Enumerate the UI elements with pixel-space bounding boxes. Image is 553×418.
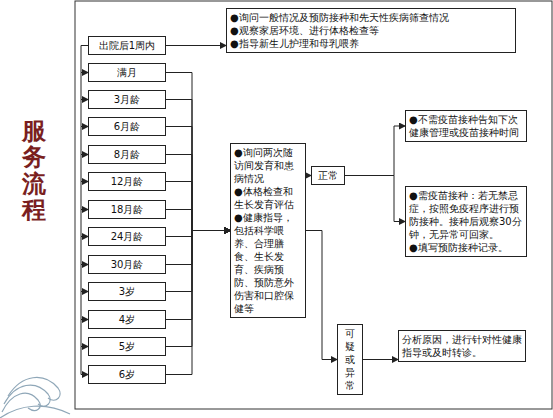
process-box: 分析原因，进行针对性健康指导或及时转诊。 — [398, 330, 526, 362]
process-box: 可疑或异常 — [337, 324, 363, 395]
box-text: 6月龄 — [92, 120, 162, 133]
flow-arrow — [166, 155, 230, 231]
box-text: 分析原因，进行针对性健康指导或及时转诊。 — [402, 333, 522, 359]
flow-arrow — [306, 231, 337, 360]
process-box: 8月龄 — [88, 145, 166, 164]
box-text: 出院后1周内 — [92, 39, 162, 52]
flow-arrow — [166, 45, 226, 46]
flow-arrow — [81, 265, 88, 292]
box-text: 满月 — [92, 66, 162, 79]
flow-arrow — [81, 320, 88, 347]
process-box: 4岁 — [88, 310, 166, 329]
flow-frame — [75, 1, 552, 409]
flow-arrow — [166, 100, 230, 231]
process-box: 3岁 — [88, 282, 166, 301]
process-box: 6月龄 — [88, 117, 166, 136]
flow-arrow — [81, 292, 88, 320]
wave-ornament — [0, 378, 70, 418]
box-text: 8月龄 — [92, 148, 162, 161]
process-box: ●询问一般情况及预防接种和先天性疾病筛查情况●观察家居环境、进行体格检查等●指导… — [226, 8, 516, 53]
process-box: 正常 — [311, 166, 345, 185]
process-box: 5岁 — [88, 337, 166, 356]
box-text: 6岁 — [92, 368, 162, 381]
flow-arrow — [81, 46, 88, 73]
box-text: 12月龄 — [92, 175, 162, 188]
box-text: 正常 — [315, 169, 341, 182]
flow-arrow — [166, 231, 230, 265]
process-box: 3月龄 — [88, 90, 166, 109]
process-box: 30月龄 — [88, 255, 166, 274]
box-text: 24月龄 — [92, 230, 162, 243]
process-box: 24月龄 — [88, 227, 166, 246]
box-text: ●体格检查和生长发育评估 — [234, 185, 302, 211]
box-text: ●观察家居环境、进行体格检查等 — [230, 24, 512, 37]
flow-arrow — [81, 73, 88, 100]
flow-arrow — [166, 231, 230, 237]
flow-arrow — [81, 347, 88, 375]
box-text: ●填写预防接种记录。 — [409, 241, 523, 254]
flow-arrow — [166, 73, 230, 231]
box-text: 3岁 — [92, 285, 162, 298]
box-text: 4岁 — [92, 313, 162, 326]
box-text: ●健康指导，包括科学喂养、合理膳食、生长发育、疾病预防、预防意外伤害和口腔保健等 — [234, 211, 302, 315]
flow-arrow — [81, 210, 88, 237]
flow-arrow — [81, 155, 88, 182]
process-box: 满月 — [88, 63, 166, 82]
flow-arrow — [166, 210, 230, 231]
flow-arrow — [166, 231, 230, 320]
box-text: 3月龄 — [92, 93, 162, 106]
flow-arrow — [345, 176, 405, 222]
process-box: 12月龄 — [88, 172, 166, 191]
process-box: ●不需疫苗接种告知下次健康管理或疫苗接种时间 — [405, 110, 527, 142]
box-text: ●询问两次随访间发育和患病情况 — [234, 146, 302, 185]
flow-arrow — [363, 359, 398, 360]
flow-arrow — [81, 237, 88, 265]
box-text: ●不需疫苗接种告知下次健康管理或疫苗接种时间 — [409, 113, 523, 139]
process-box: 出院后1周内 — [88, 36, 166, 55]
flow-arrow — [81, 127, 88, 155]
box-text: 18月龄 — [92, 203, 162, 216]
process-box: 18月龄 — [88, 200, 166, 219]
flow-arrow — [345, 126, 405, 176]
flow-arrow — [166, 231, 230, 292]
flow-arrow — [166, 231, 230, 347]
box-text: ●需疫苗接种：若无禁忌症，按照免疫程序进行预防接种。接种后观察30分钟，无异常可… — [409, 189, 523, 241]
process-box: ●需疫苗接种：若无禁忌症，按照免疫程序进行预防接种。接种后观察30分钟，无异常可… — [405, 186, 527, 257]
slide-title: 服务流程 — [22, 118, 46, 224]
box-text: 30月龄 — [92, 258, 162, 271]
box-text: 可疑或异常 — [341, 327, 359, 392]
process-box: ●询问两次随访间发育和患病情况●体格检查和生长发育评估●健康指导，包括科学喂养、… — [230, 143, 306, 318]
box-text: 5岁 — [92, 340, 162, 353]
flow-arrow — [166, 182, 230, 231]
box-text: ●询问一般情况及预防接种和先天性疾病筛查情况 — [230, 11, 512, 24]
flow-arrow — [166, 231, 230, 375]
flow-arrow — [81, 100, 88, 127]
flow-arrow — [81, 182, 88, 210]
box-text: ●指导新生儿护理和母乳喂养 — [230, 37, 512, 50]
flow-arrow — [166, 127, 230, 231]
process-box: 6岁 — [88, 365, 166, 384]
